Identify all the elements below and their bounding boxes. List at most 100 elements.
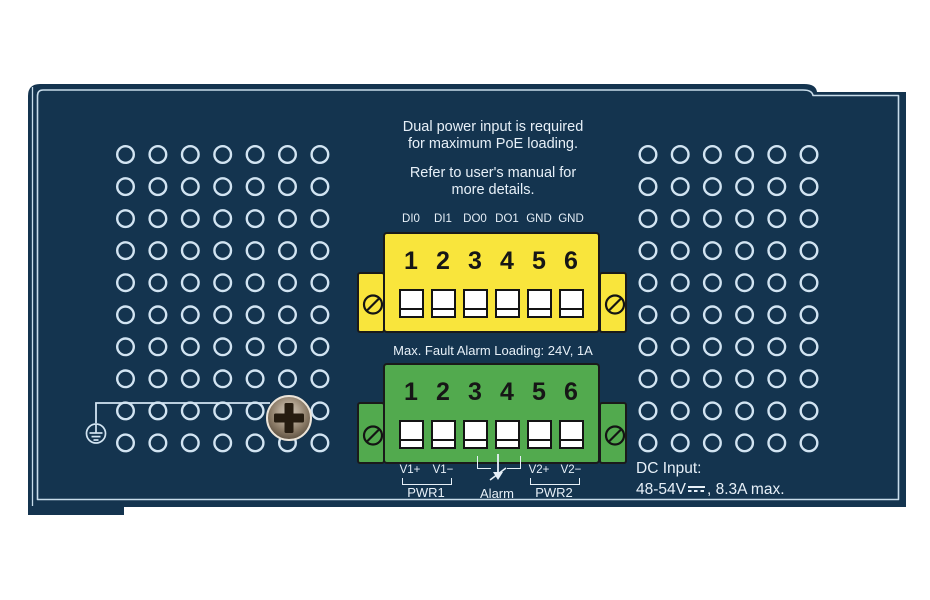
vent-hole xyxy=(638,433,658,453)
vent-hole xyxy=(310,144,330,164)
vent-hole xyxy=(115,241,135,261)
vent-hole xyxy=(115,177,135,197)
vent-hole xyxy=(115,433,135,453)
vent-hole xyxy=(310,177,330,197)
vent-hole xyxy=(115,369,135,389)
pin-label: GND xyxy=(558,213,584,225)
vent-hole xyxy=(148,433,168,453)
terminal-number: 1 xyxy=(404,378,418,406)
vent-hole xyxy=(278,273,298,293)
vent-hole xyxy=(638,177,658,197)
vent-hole xyxy=(767,241,787,261)
vent-hole xyxy=(278,209,298,229)
slotted-screw-icon xyxy=(362,294,384,315)
vent-hole xyxy=(245,144,265,164)
slotted-screw-icon xyxy=(604,425,626,446)
pin-label: GND xyxy=(526,213,552,225)
vent-hole xyxy=(148,305,168,325)
phillips-screw xyxy=(266,395,312,441)
pwr2-bracket xyxy=(530,478,580,485)
terminal-number: 2 xyxy=(436,378,450,406)
dc-input-rating: 48-54V, 8.3A max. xyxy=(636,481,785,498)
dc-input-spec: DC Input: 48-54V, 8.3A max. xyxy=(636,458,785,500)
terminal-column: 6 xyxy=(555,365,587,449)
alarm-block-ear-left xyxy=(357,272,385,333)
terminal-column: 4 xyxy=(491,234,523,318)
vent-hole xyxy=(638,305,658,325)
vent-hole xyxy=(115,144,135,164)
vent-hole xyxy=(245,273,265,293)
vent-hole xyxy=(278,305,298,325)
max-loading-note: Max. Fault Alarm Loading: 24V, 1A xyxy=(393,343,593,358)
vent-hole xyxy=(735,209,755,229)
terminal-number: 1 xyxy=(404,247,418,275)
terminal-column: 2 xyxy=(427,234,459,318)
pin-label: DI1 xyxy=(434,213,452,225)
terminal-slot xyxy=(494,289,520,318)
terminal-column: 4 xyxy=(491,365,523,449)
vent-hole xyxy=(213,369,233,389)
terminal-number: 3 xyxy=(468,247,482,275)
terminal-column: 6 xyxy=(555,234,587,318)
alarm-group-label: Alarm xyxy=(480,486,514,501)
vent-hole xyxy=(638,241,658,261)
vent-hole xyxy=(278,241,298,261)
terminal-slot xyxy=(526,289,552,318)
v2-minus-label: V2− xyxy=(560,464,582,476)
notice-line: more details. xyxy=(451,182,535,198)
vent-hole xyxy=(638,144,658,164)
terminal-slot xyxy=(558,420,584,449)
vent-hole xyxy=(213,305,233,325)
vent-hole xyxy=(310,401,330,421)
vent-hole xyxy=(245,305,265,325)
vent-hole xyxy=(245,177,265,197)
vent-hole xyxy=(702,273,722,293)
vent-hole xyxy=(213,337,233,357)
vent-hole xyxy=(278,177,298,197)
vent-hole xyxy=(310,337,330,357)
alarm-bracket-right xyxy=(507,456,521,469)
v1-plus-label: V1+ xyxy=(399,464,421,476)
vent-hole xyxy=(278,144,298,164)
vent-hole xyxy=(670,241,690,261)
power-block-ear-left xyxy=(357,402,385,464)
vent-hole xyxy=(799,144,819,164)
vent-hole xyxy=(799,273,819,293)
vent-hole xyxy=(799,209,819,229)
vent-hole xyxy=(670,177,690,197)
vent-hole xyxy=(310,305,330,325)
terminal-slot xyxy=(462,420,488,449)
v1-minus-label: V1− xyxy=(432,464,454,476)
vent-hole xyxy=(245,241,265,261)
vent-hole xyxy=(638,337,658,357)
pwr2-group-label: PWR2 xyxy=(535,485,573,500)
terminal-number: 3 xyxy=(468,378,482,406)
vent-hole xyxy=(735,144,755,164)
terminal-number: 4 xyxy=(500,247,514,275)
vent-hole xyxy=(180,369,200,389)
vent-hole xyxy=(148,144,168,164)
vent-hole xyxy=(702,401,722,421)
pwr1-bracket xyxy=(402,478,452,485)
vent-hole xyxy=(115,273,135,293)
pwr1-group-label: PWR1 xyxy=(407,485,445,500)
vent-hole xyxy=(115,305,135,325)
vent-hole xyxy=(115,337,135,357)
vent-hole xyxy=(278,369,298,389)
dc-input-title: DC Input: xyxy=(636,460,702,477)
vent-hole xyxy=(799,337,819,357)
vent-hole xyxy=(115,209,135,229)
v2-plus-label: V2+ xyxy=(528,464,550,476)
pin-label: DO1 xyxy=(495,213,519,225)
vent-hole xyxy=(735,177,755,197)
terminal-column: 1 xyxy=(395,234,427,318)
vent-hole xyxy=(735,305,755,325)
vent-hole xyxy=(767,177,787,197)
terminal-number: 6 xyxy=(564,378,578,406)
terminal-number: 5 xyxy=(532,247,546,275)
alarm-block-ear-right xyxy=(599,272,627,333)
vent-hole xyxy=(310,273,330,293)
